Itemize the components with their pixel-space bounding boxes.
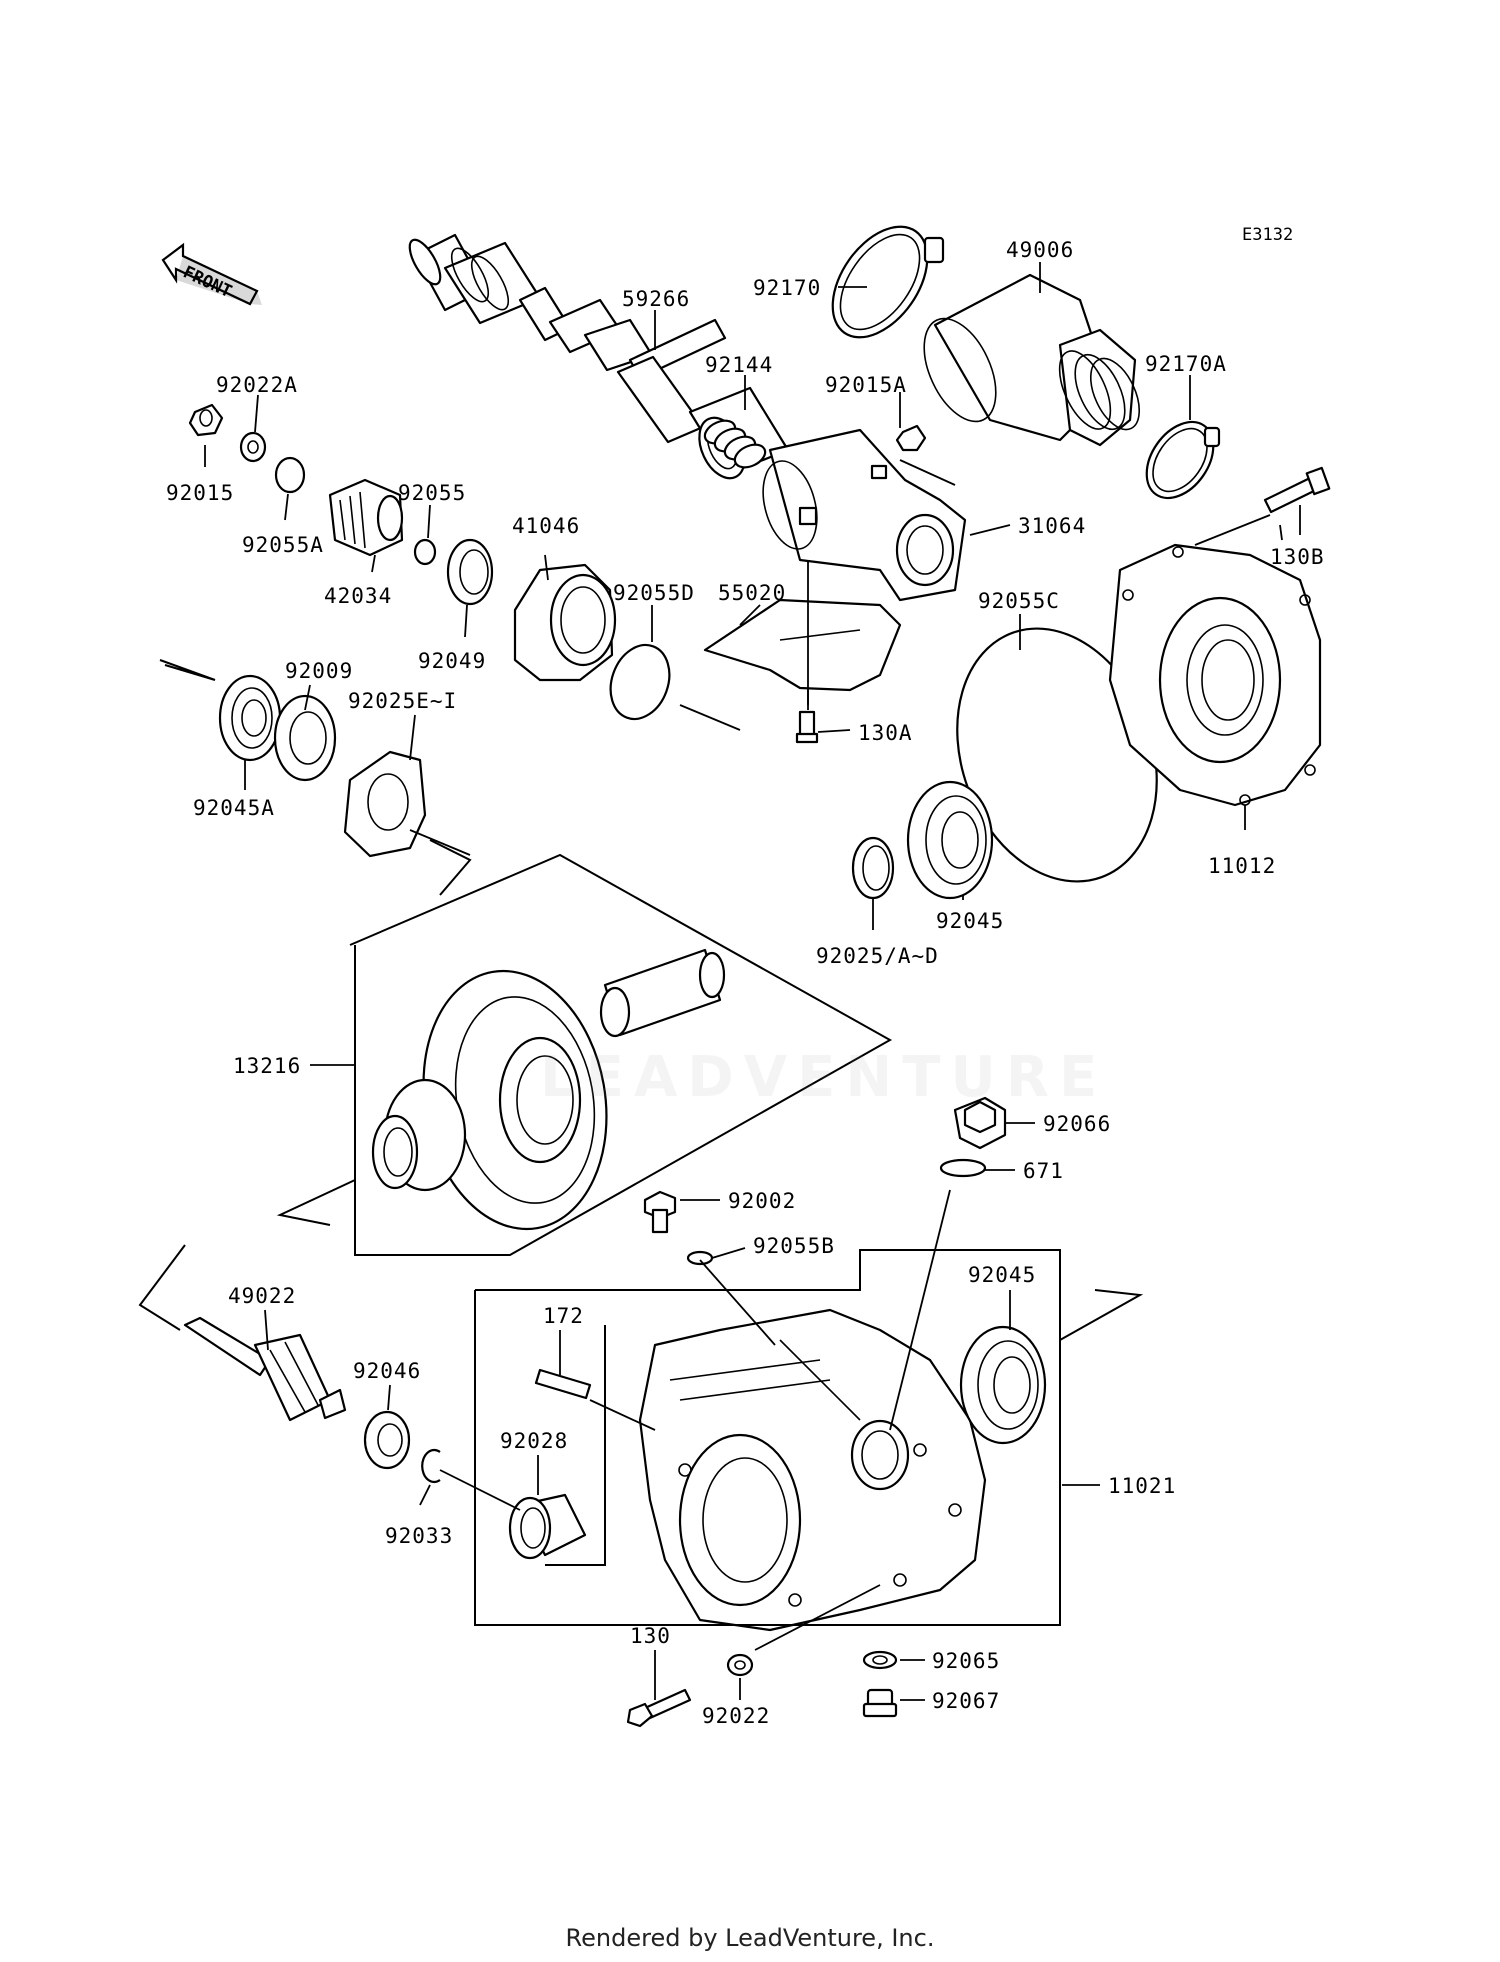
group-frames [138,659,1144,1626]
callout-92045-bot[interactable]: 92045 [968,1263,1036,1287]
washer-drain-part[interactable] [862,1650,898,1670]
callout-92170a[interactable]: 92170A [1145,352,1227,376]
o-ring-small-part[interactable] [413,538,437,566]
leader-lines [204,262,1301,1701]
callout-55020[interactable]: 55020 [718,581,786,605]
o-ring-plug-part[interactable] [939,1158,987,1178]
washer-part[interactable] [726,1653,754,1677]
o-ring-part[interactable] [274,456,306,494]
footer-credit: Rendered by LeadVenture, Inc. [565,1924,935,1952]
callout-labels: 92170 49006 59266 92144 92015A 92170A 92… [166,238,1325,1728]
nut-small-part[interactable] [895,424,927,452]
callout-130a[interactable]: 130A [858,721,913,745]
circlip-part[interactable] [421,1448,441,1484]
gear-sleeve-part[interactable] [599,948,726,1038]
watermark: LEADVENTURE [540,1045,1108,1110]
bearing-housing-part[interactable] [513,563,617,682]
pinion-shaft-part[interactable] [183,1316,347,1422]
callout-59266[interactable]: 59266 [622,287,690,311]
callout-92015a[interactable]: 92015A [825,373,907,397]
needle-bearing-part[interactable] [363,1410,411,1470]
callout-92009[interactable]: 92009 [285,659,353,683]
ball-bearing-small-part[interactable] [218,674,282,762]
callout-92055b[interactable]: 92055B [753,1234,835,1258]
callout-92022a[interactable]: 92022A [216,373,298,397]
callout-31064[interactable]: 31064 [1018,514,1086,538]
case-cover-part[interactable] [1108,543,1322,807]
stud-part[interactable] [534,1368,592,1400]
bushing-part[interactable] [508,1493,587,1560]
callout-92046[interactable]: 92046 [353,1359,421,1383]
callout-671[interactable]: 671 [1023,1159,1064,1183]
coupling-sleeve-part[interactable] [328,478,404,557]
o-ring-large-part[interactable] [601,637,680,728]
callout-49022[interactable]: 49022 [228,1284,296,1308]
callout-49006[interactable]: 49006 [1006,238,1074,262]
callout-92055[interactable]: 92055 [398,481,466,505]
callout-92144[interactable]: 92144 [705,353,773,377]
callout-92067[interactable]: 92067 [932,1689,1000,1713]
callout-92055d[interactable]: 92055D [613,581,695,605]
gear-case-part[interactable] [638,1308,987,1632]
callout-92002[interactable]: 92002 [728,1189,796,1213]
callout-13216[interactable]: 13216 [233,1054,301,1078]
boot-guide-part[interactable] [754,428,967,602]
pinion-gear-small-part[interactable] [371,1078,467,1192]
ball-bearing-part[interactable] [906,780,994,900]
callout-92025-a-d[interactable]: 92025/A~D [816,944,939,968]
callout-92066[interactable]: 92066 [1043,1112,1111,1136]
spring-part[interactable] [701,416,768,472]
ball-bearing-case-part[interactable] [959,1325,1047,1445]
front-arrow-icon: FRONT [161,242,262,306]
callout-92033[interactable]: 92033 [385,1524,453,1548]
callout-130b[interactable]: 130B [1270,545,1325,569]
boot-clamp-small-part[interactable] [1133,410,1227,511]
callout-92028[interactable]: 92028 [500,1429,568,1453]
callout-11012[interactable]: 11012 [1208,854,1276,878]
callout-41046[interactable]: 41046 [512,514,580,538]
drain-plug-part[interactable] [953,1096,1007,1150]
callout-92049[interactable]: 92049 [418,649,486,673]
callout-92022[interactable]: 92022 [702,1704,770,1728]
shim-ring-part[interactable] [851,836,895,900]
callout-172[interactable]: 172 [543,1304,584,1328]
boot-clamp-part[interactable] [813,209,946,354]
gasket-part[interactable] [343,750,427,858]
callout-92055a[interactable]: 92055A [242,533,324,557]
diagram-code: E3132 [1242,225,1293,245]
oil-seal-part[interactable] [446,538,494,606]
callout-92065[interactable]: 92065 [932,1649,1000,1673]
bolt-130-part[interactable] [626,1688,692,1728]
callout-92015[interactable]: 92015 [166,481,234,505]
callout-42034[interactable]: 42034 [324,584,392,608]
callout-11021[interactable]: 11021 [1108,1474,1176,1498]
callout-92025e-i[interactable]: 92025E~I [348,689,457,713]
callout-92170[interactable]: 92170 [753,276,821,300]
callout-92055c[interactable]: 92055C [978,589,1060,613]
callout-130[interactable]: 130 [630,1624,671,1648]
cover-plate-part[interactable] [703,598,902,692]
o-ring-breather-part[interactable] [686,1250,714,1266]
ring-gear-part[interactable] [404,956,626,1243]
bolt-130a-part[interactable] [795,710,819,744]
boot-part[interactable] [910,273,1150,447]
filler-plug-part[interactable] [862,1688,898,1718]
callout-92045a[interactable]: 92045A [193,796,275,820]
callout-92045-top[interactable]: 92045 [936,909,1004,933]
breather-bolt-part[interactable] [643,1190,677,1234]
washer-small-part[interactable] [239,431,267,463]
shim-part[interactable] [273,694,337,782]
nut-part[interactable] [188,403,224,437]
bolt-130b-part[interactable] [1263,466,1331,514]
